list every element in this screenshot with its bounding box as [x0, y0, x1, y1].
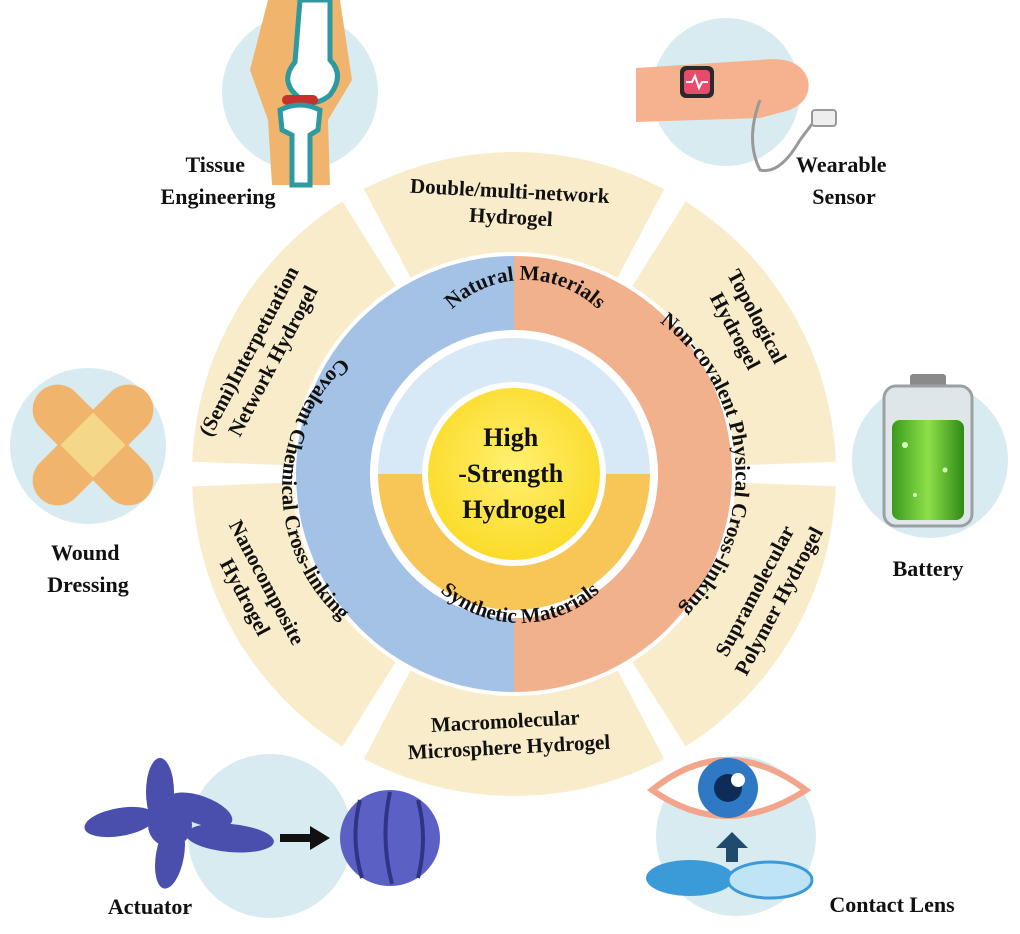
contact-lens-label: Contact Lens	[829, 892, 955, 917]
tissue-engineering-app: Tissue Engineering	[161, 0, 378, 209]
outer-segment-bottom-right	[632, 482, 836, 747]
contact-lens-app: Contact Lens	[646, 756, 955, 917]
actuator-app: Actuator	[84, 754, 440, 919]
bandage-icon	[32, 384, 154, 506]
core-title: High -Strength Hydrogel	[458, 423, 569, 524]
wearable-sensor-label: Wearable Sensor	[796, 152, 892, 209]
eye-lens-icon	[646, 757, 814, 900]
actuator-label: Actuator	[108, 894, 193, 919]
battery-app: Battery	[852, 374, 1008, 581]
battery-icon	[882, 374, 974, 528]
wearable-sensor-app: Wearable Sensor	[636, 18, 892, 209]
battery-label: Battery	[893, 556, 964, 581]
outer-ring	[192, 152, 836, 796]
outer-segment-bottom-left	[192, 482, 396, 747]
outer-segment-top-right	[632, 201, 836, 466]
outer-segment-top-left	[192, 201, 396, 466]
core-circle	[428, 388, 600, 560]
wound-dressing-app: Wound Dressing	[10, 368, 166, 597]
smartwatch-hand-icon	[636, 59, 837, 173]
actuator-icon	[84, 758, 440, 889]
wound-dressing-label: Wound Dressing	[47, 540, 129, 597]
outer-segment-bottom	[363, 670, 665, 796]
tissue-engineering-label: Tissue Engineering	[161, 152, 276, 209]
knee-joint-icon	[250, 0, 352, 188]
outer-segment-top	[363, 152, 665, 278]
